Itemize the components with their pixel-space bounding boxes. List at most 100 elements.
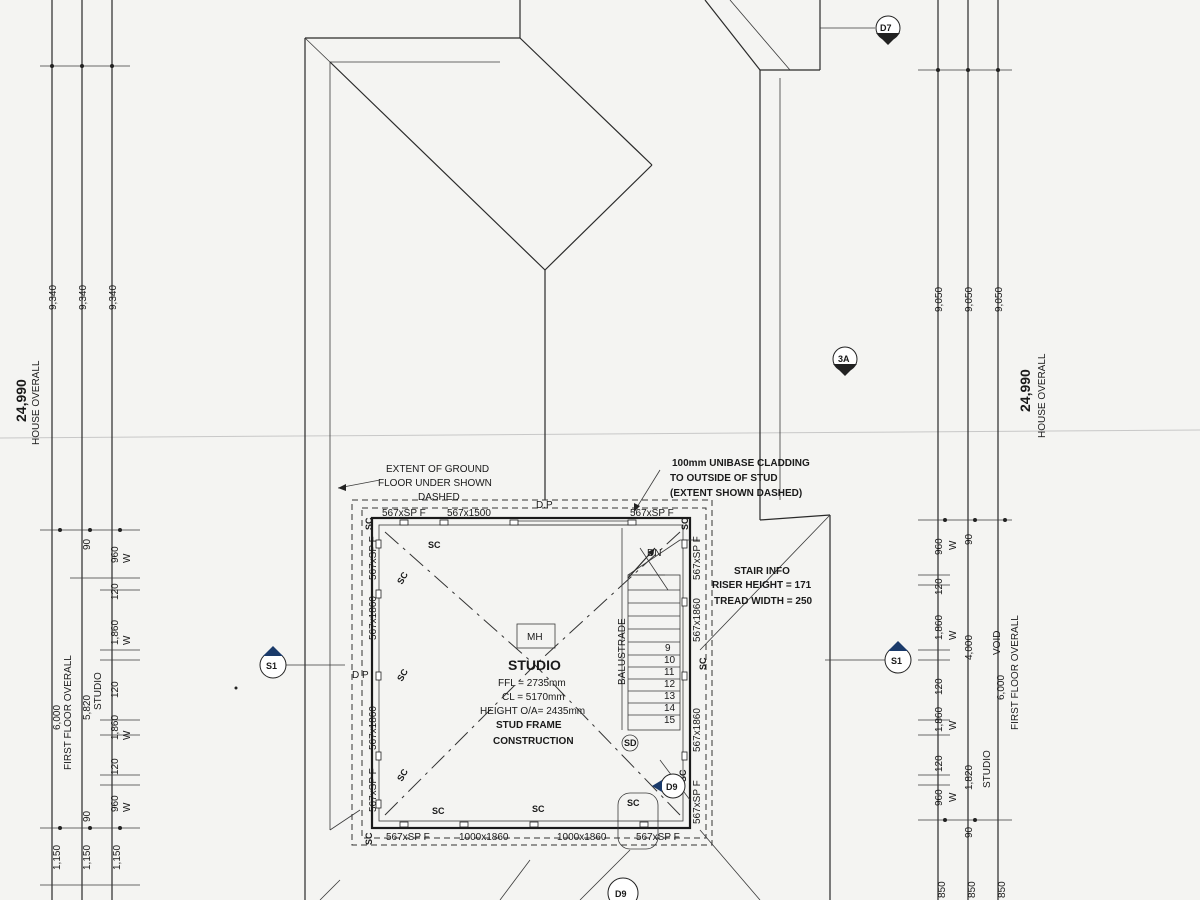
sc-marker: SC	[428, 540, 441, 550]
svg-text:STAIR INFO: STAIR INFO	[734, 566, 790, 577]
dim-850-a: 850	[937, 881, 948, 898]
sc-marker: SC	[532, 804, 545, 814]
dim-90-top-left: 90	[82, 538, 93, 550]
note-ground-floor-extent: EXTENT OF GROUND FLOOR UNDER SHOWN DASHE…	[337, 464, 492, 503]
first-floor-overall-right: FIRST FLOOR OVERALL	[1010, 615, 1021, 730]
window-markers	[375, 519, 688, 828]
stair: BALUSTRADE DN 9 10 11 12 13 14 15	[617, 528, 700, 801]
studio-walls	[370, 516, 692, 830]
manhole-box	[516, 623, 556, 649]
stair-number-13: 13	[664, 691, 676, 702]
dim-9050-c: 9,050	[994, 287, 1005, 312]
window-1000x1860-b: 1000x1860	[557, 832, 607, 843]
dim-120-left-2: 120	[110, 681, 121, 698]
window-567sp-right-bottom: 567xSP F	[692, 780, 703, 824]
svg-text:TREAD WIDTH = 250: TREAD WIDTH = 250	[714, 596, 813, 607]
window-567x1860-right-1: 567x1860	[692, 598, 703, 642]
downpipe-left-label: D P	[352, 670, 369, 681]
dim-850-c: 850	[997, 881, 1008, 898]
left-dimension-strings: 24,990 HOUSE OVERALL 9,340 9,340 9,340 6…	[13, 0, 140, 900]
sc-marker: SC	[395, 667, 410, 683]
dim-6000-left: 6,000	[52, 705, 63, 730]
dim-90-bottom-left: 90	[82, 810, 93, 822]
window-567sp-left-bottom: 567xSP F	[368, 768, 379, 812]
window-567sp-top-left: 567xSP F	[382, 508, 426, 519]
w-label-4: W	[122, 802, 133, 812]
manhole-label: MH	[527, 632, 543, 643]
window-567sp-right-top: 567xSP F	[692, 536, 703, 580]
dim-1860-right-1: 1,860	[934, 615, 945, 640]
sc-marker: SC	[364, 832, 374, 845]
svg-text:D7: D7	[880, 23, 892, 33]
smoke-detector-label: SD	[624, 738, 637, 748]
studio-dim-label-right: STUDIO	[982, 750, 993, 788]
svg-text:D9: D9	[666, 782, 678, 792]
dim-120-left-1: 120	[110, 583, 121, 600]
w-label-r4: W	[948, 792, 959, 802]
overall-dim-left: 24,990	[13, 379, 29, 422]
stair-dn-label: DN	[647, 548, 661, 559]
room-construction-1: STUD FRAME	[496, 720, 562, 731]
tag-s1-right: S1	[825, 641, 912, 674]
svg-text:S1: S1	[266, 661, 277, 671]
sc-markers: SC SC SC SC SC SC SC SC SC SC SC SC	[364, 517, 708, 845]
w-label-1: W	[122, 553, 133, 563]
cladding-extent	[361, 507, 707, 839]
dim-6000-right: 6,000	[996, 675, 1007, 700]
window-567x1860-left-1: 567x1860	[368, 596, 379, 640]
sc-marker: SC	[678, 769, 688, 782]
ground-floor-extent	[351, 499, 713, 846]
window-567sp-left-top: 567xSP F	[368, 536, 379, 580]
sc-marker: SC	[395, 767, 410, 783]
svg-text:S1: S1	[891, 656, 902, 666]
dim-90-bottom-right: 90	[964, 826, 975, 838]
dim-4000: 4,000	[964, 635, 975, 660]
stair-number-9: 9	[665, 643, 671, 654]
tag-d9-inner: D9	[652, 773, 686, 799]
window-1000x1860-a: 1000x1860	[459, 832, 509, 843]
stair-number-10: 10	[664, 655, 676, 666]
svg-text:DASHED: DASHED	[418, 492, 460, 503]
void-label: VOID	[992, 631, 1003, 655]
right-dimension-strings: 9,050 9,050 9,050 24,990 HOUSE OVERALL 9…	[918, 0, 1048, 900]
sc-marker: SC	[395, 570, 410, 586]
dim-5820: 5,820	[82, 695, 93, 720]
dim-120-right-3: 120	[934, 755, 945, 772]
dim-120-right-1: 120	[934, 578, 945, 595]
overall-label-right: HOUSE OVERALL	[1037, 353, 1048, 438]
sc-marker: SC	[432, 806, 445, 816]
overall-label-left: HOUSE OVERALL	[31, 360, 42, 445]
window-567x1860-left-2: 567x1860	[368, 706, 379, 750]
dim-9340-b: 9,340	[78, 285, 89, 310]
dim-960-top-right: 960	[934, 538, 945, 555]
dim-1150-b: 1,150	[82, 845, 93, 870]
w-label-r3: W	[948, 720, 959, 730]
tag-d7: D7	[820, 15, 901, 45]
stair-number-14: 14	[664, 703, 676, 714]
sc-marker: SC	[698, 657, 708, 670]
studio-dim-label-left: STUDIO	[93, 672, 104, 710]
balustrade-label: BALUSTRADE	[617, 618, 628, 685]
dim-1150-a: 1,150	[52, 845, 63, 870]
w-label-r1: W	[948, 540, 959, 550]
dim-9340-c: 9,340	[108, 285, 119, 310]
dim-9340-a: 9,340	[48, 285, 59, 310]
first-floor-overall-left: FIRST FLOOR OVERALL	[63, 655, 74, 770]
window-567sp-top-right: 567xSP F	[630, 508, 674, 519]
roof-outline	[304, 0, 831, 900]
dim-960-bottom-right: 960	[934, 789, 945, 806]
room-construction-2: CONSTRUCTION	[493, 736, 574, 747]
note-cladding: 100mm UNIBASE CLADDING TO OUTSIDE OF STU…	[633, 458, 810, 513]
dim-960-bottom-left: 960	[110, 795, 121, 812]
svg-text:D9: D9	[615, 889, 627, 899]
dim-1860-right-2: 1,860	[934, 707, 945, 732]
dim-850-b: 850	[967, 881, 978, 898]
dim-960-top-left: 960	[110, 546, 121, 563]
svg-text:3A: 3A	[838, 354, 850, 364]
svg-text:(EXTENT SHOWN DASHED): (EXTENT SHOWN DASHED)	[670, 488, 802, 499]
overall-dim-right: 24,990	[1017, 369, 1033, 412]
svg-text:100mm UNIBASE CLADDING: 100mm UNIBASE CLADDING	[672, 458, 810, 469]
ceiling-hip-lines	[384, 531, 681, 816]
room-height: HEIGHT O/A= 2435mm	[480, 706, 585, 717]
window-567x1500: 567x1500	[447, 508, 491, 519]
